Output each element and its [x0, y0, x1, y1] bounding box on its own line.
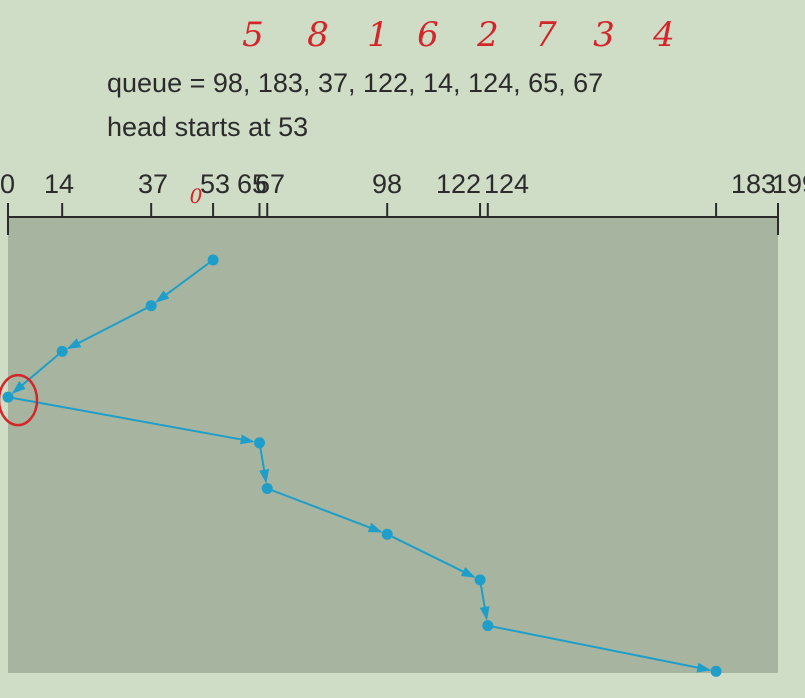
tick-label-53: 53 — [200, 169, 230, 199]
move-53-to-37 — [155, 259, 214, 303]
move-122-to-124 — [479, 579, 490, 621]
point-67 — [261, 483, 273, 494]
move-98-to-122 — [386, 533, 476, 578]
order-number: 1 — [367, 15, 389, 55]
point-122 — [474, 574, 486, 586]
move-14-to-0 — [11, 350, 63, 394]
tick-label-98: 98 — [372, 169, 402, 199]
tick-label-199: 199 — [772, 169, 805, 199]
order-number: 5 — [242, 15, 264, 55]
zero-mark: 0 — [190, 184, 203, 208]
tick-label-14: 14 — [44, 169, 74, 199]
head-start-label: head starts at 53 — [107, 112, 309, 142]
queue-label: queue = 98, 183, 37, 122, 14, 124, 65, 6… — [107, 68, 604, 98]
head-movement-path — [7, 259, 712, 673]
move-65-to-67 — [258, 442, 270, 484]
point-65 — [254, 437, 266, 449]
move-37-to-14 — [66, 304, 152, 350]
tick-label-65: 65 — [237, 169, 267, 199]
tick-label-67: 67 — [255, 169, 285, 199]
point-124 — [482, 620, 494, 632]
order-number: 7 — [535, 15, 557, 55]
tick-label-124: 124 — [484, 169, 529, 199]
order-number: 4 — [652, 15, 675, 55]
move-67-to-98 — [266, 487, 383, 533]
move-0-to-65 — [7, 396, 255, 445]
tick-label-122: 122 — [436, 169, 481, 199]
order-number: 8 — [307, 15, 329, 55]
order-number: 3 — [593, 15, 615, 55]
tick-label-0: 0 — [0, 169, 15, 199]
order-number: 6 — [417, 15, 439, 55]
circled-point-marker — [0, 373, 39, 427]
point-53 — [207, 254, 219, 266]
move-124-to-183 — [487, 624, 712, 673]
point-37 — [145, 300, 157, 312]
point-98 — [381, 528, 393, 540]
order-number: 2 — [476, 15, 499, 55]
tick-label-37: 37 — [138, 169, 168, 199]
point-14 — [56, 345, 68, 357]
point-183 — [710, 665, 722, 677]
service-points — [2, 254, 722, 677]
axis-ticks — [7, 203, 779, 235]
tick-label-183: 183 — [731, 169, 776, 199]
point-0 — [2, 391, 14, 403]
plot-panel — [8, 217, 778, 673]
